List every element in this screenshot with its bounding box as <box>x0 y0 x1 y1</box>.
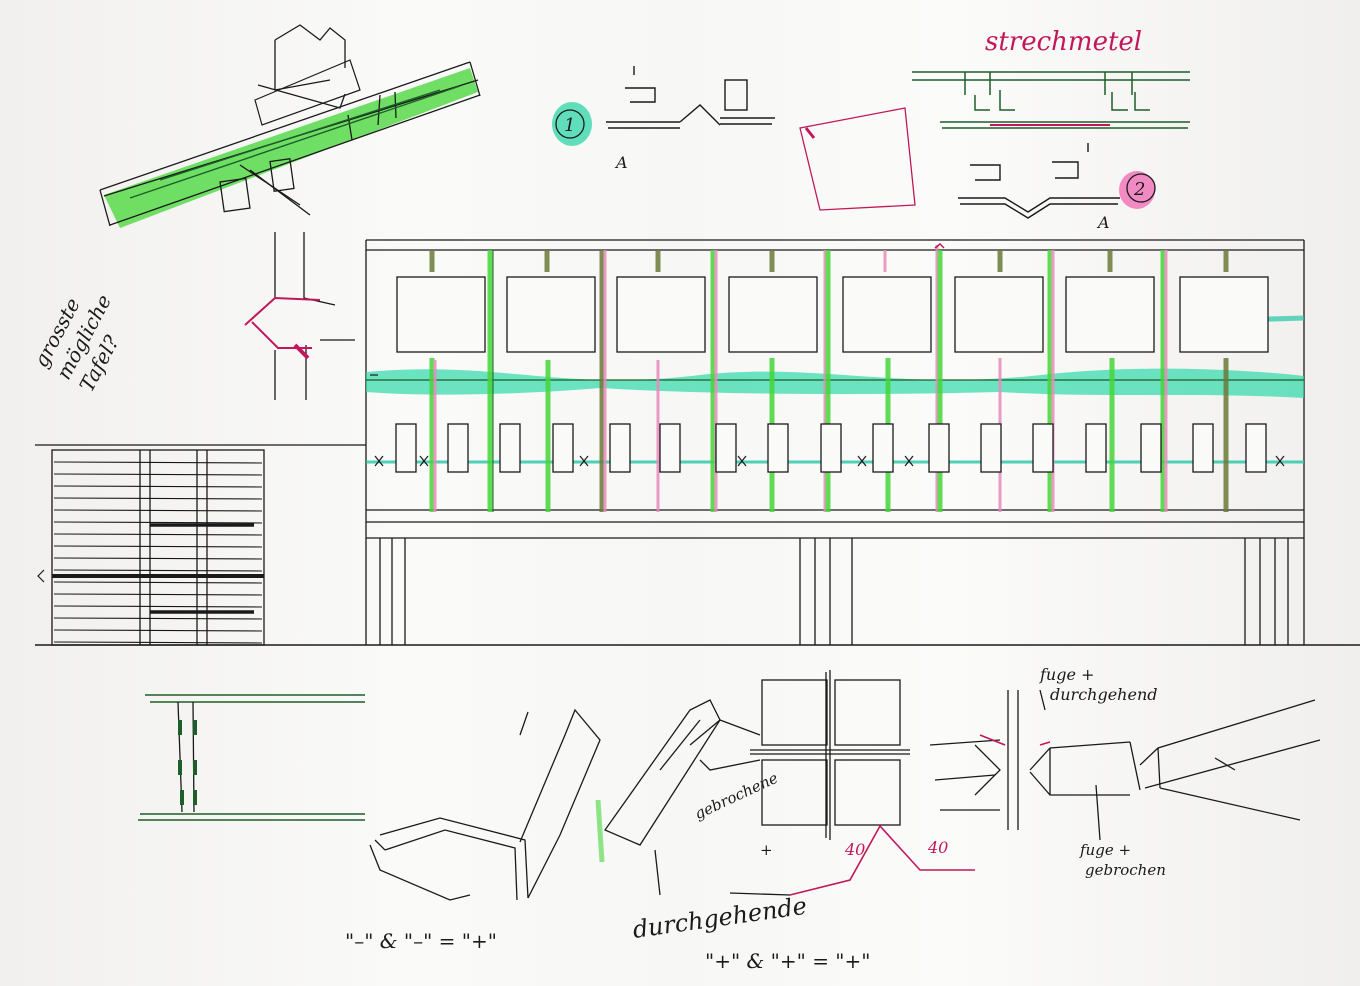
detail-marker-2: 2 <box>1133 179 1145 200</box>
facade-slat <box>53 581 263 584</box>
fuge-gebrochen-note-2: gebrochen <box>1085 861 1166 879</box>
facade-slat <box>53 557 263 560</box>
facade-slat <box>53 473 263 476</box>
strechmetel-note: strechmetel <box>985 27 1142 57</box>
perspective-beam-sketch <box>99 24 481 228</box>
facade-elevation <box>35 239 1360 646</box>
fuge-durchgehend-note: fuge + <box>1039 665 1094 684</box>
formula-note-2: "+" & "+" = "+" <box>705 949 870 973</box>
gebrochene-note: gebrochene <box>692 769 781 823</box>
fuge-durchgehend-note-2: durchgehend <box>1050 685 1158 704</box>
facade-slat <box>53 509 263 512</box>
section-a-label-1: A <box>614 153 628 172</box>
facade-mullions <box>429 245 1229 512</box>
angle-label-left: 40 <box>844 840 865 859</box>
corner-joint-sketch <box>244 232 355 400</box>
tilted-panel <box>799 107 916 211</box>
strechmetel-detail: strechmetel 2 A <box>912 27 1190 232</box>
angle-label-right: 40 <box>927 838 948 857</box>
lower-windows <box>395 423 1267 473</box>
durchgehende-note: durchgehende <box>631 892 809 944</box>
facade-slat <box>53 605 263 608</box>
facade-slat <box>53 485 263 488</box>
x-marks <box>374 455 1285 467</box>
detail-marker-1: 1 <box>564 115 575 136</box>
margin-note: grosste mögliche Tafel? <box>29 290 124 395</box>
facade-slat <box>53 521 263 524</box>
formula-note-1: "–" & "–" = "+" <box>345 929 497 953</box>
facade-slat <box>53 461 263 464</box>
facade-slat <box>53 569 263 572</box>
joint-comparison-sketch <box>929 689 1321 841</box>
angle-dimension-sketch <box>729 824 975 896</box>
green-beam-fill <box>104 68 478 228</box>
panel-grid-sketch <box>750 670 910 840</box>
side-elevation <box>35 444 366 646</box>
ground-columns <box>379 538 1289 645</box>
section-a-label-2: A <box>1096 213 1110 232</box>
facade-slat <box>53 617 263 620</box>
facade-slat <box>53 545 263 548</box>
angle-piece-sketch-2 <box>604 699 761 896</box>
section-detail-1: 1 A <box>552 66 916 211</box>
facade-slat <box>53 629 263 632</box>
joint-section-sketch <box>138 694 365 821</box>
angle-piece-sketch-1 <box>369 708 605 901</box>
fuge-gebrochen-note: fuge + <box>1079 841 1131 859</box>
facade-slat <box>53 641 263 644</box>
facade-slat <box>53 533 263 536</box>
facade-slat <box>53 593 263 596</box>
facade-slat <box>53 497 263 500</box>
gebrochene-plus: + <box>760 841 773 859</box>
upper-windows <box>396 276 1269 353</box>
